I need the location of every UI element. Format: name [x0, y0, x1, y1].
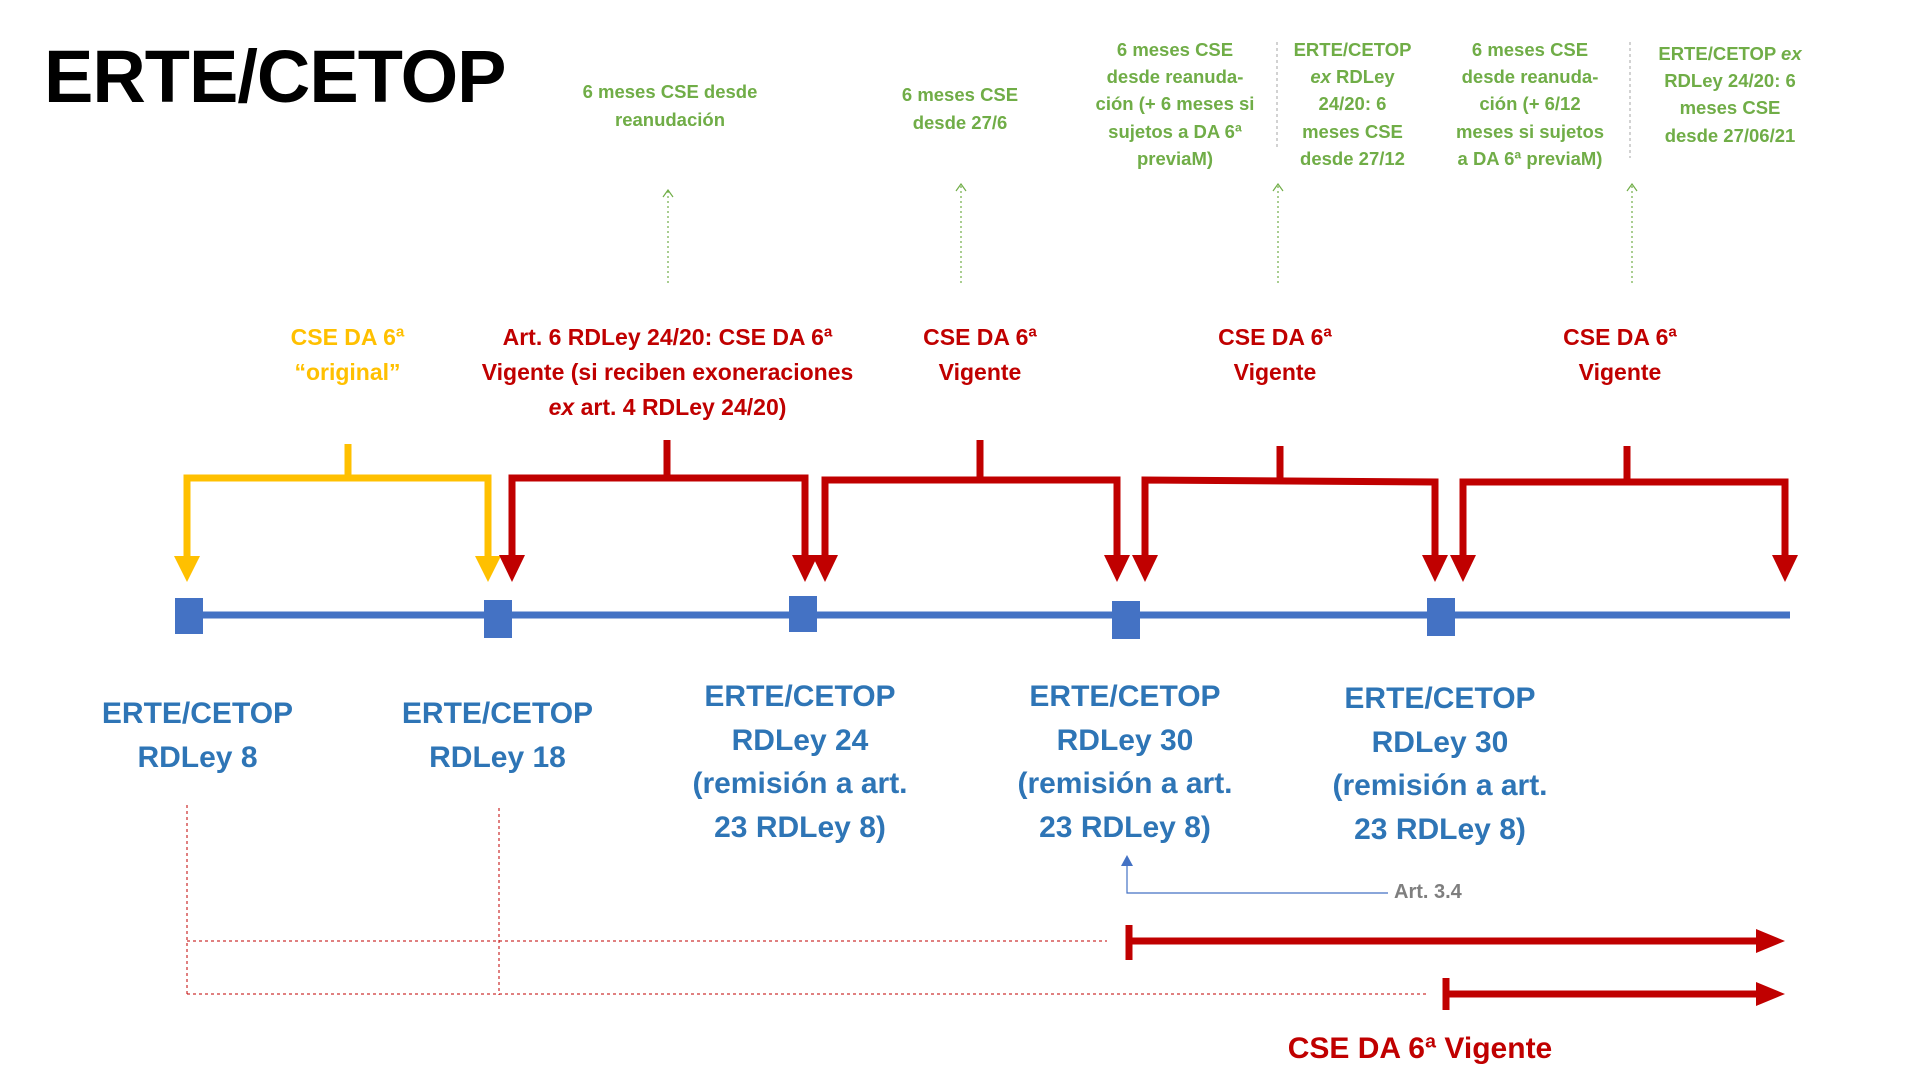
bracket-vigente-1 [821, 440, 1121, 556]
timeline-marker-rdley8 [175, 598, 203, 634]
bracket-label-vigente-1: CSE DA 6ª Vigente [923, 324, 1037, 385]
arrowhead-down [812, 555, 838, 582]
timeline-label-rdley24: ERTE/CETOP RDLey 24 (remisión a art. 23 … [692, 680, 908, 844]
bracket-label-vigente-2: CSE DA 6ª Vigente [1218, 324, 1332, 385]
arrowhead-down [499, 555, 525, 582]
arrowhead-down [792, 555, 818, 582]
arrowhead-right [1756, 929, 1785, 953]
timeline-marker-rdley30b [1427, 598, 1455, 636]
art-ref-connector [1126, 862, 1388, 894]
note-6-meses-27-6: 6 meses CSE desde 27/6 [901, 84, 1019, 133]
timeline-label-rdley18: ERTE/CETOP RDLey 18 [401, 697, 594, 774]
bracket-original [183, 444, 492, 560]
timeline-label-rdley30a: ERTE/CETOP RDLey 30 (remisión a art. 23 … [1017, 680, 1233, 844]
timeline-marker-rdley30a [1112, 601, 1140, 639]
bracket-vigente-2 [1141, 446, 1439, 556]
bracket-art6 [508, 440, 809, 556]
note-ex-rdley-24-20-27-06-21: ERTE/CETOP ex RDLey 24/20: 6 meses CSE d… [1658, 43, 1802, 146]
note-6-12-meses-previam: 6 meses CSE desde reanuda- ción (+ 6/12 … [1455, 39, 1605, 169]
timeline-marker-rdley18 [484, 600, 512, 638]
arrowhead-down [1422, 555, 1448, 582]
art-ref-label: Art. 3.4 [1394, 881, 1462, 903]
timeline-marker-rdley24 [789, 596, 817, 632]
bracket-vigente-3 [1459, 446, 1789, 556]
bottom-label-vigente: CSE DA 6ª Vigente [1287, 1032, 1553, 1065]
page-title: ERTE/CETOP [44, 35, 506, 118]
arrowhead-down [1104, 555, 1130, 582]
timeline-label-rdley30b: ERTE/CETOP RDLey 30 (remisión a art. 23 … [1332, 682, 1548, 846]
arrowhead-right [1756, 982, 1785, 1006]
arrowhead-down [1450, 555, 1476, 582]
note-6-meses-reanudacion-previam: 6 meses CSE desde reanuda- ción (+ 6 mes… [1095, 39, 1255, 169]
arrowhead-up [1121, 855, 1133, 866]
arrowhead-down [1132, 555, 1158, 582]
arrowhead-down [174, 556, 200, 582]
bracket-label-art6: Art. 6 RDLey 24/20: CSE DA 6ª Vigente (s… [481, 324, 854, 421]
bracket-label-original: CSE DA 6ª “original” [290, 324, 405, 385]
timeline-label-rdley8: ERTE/CETOP RDLey 8 [101, 697, 294, 774]
note-ex-rdley-24-20-27-12: ERTE/CETOP ex RDLey 24/20: 6 meses CSE d… [1293, 39, 1412, 169]
bracket-label-vigente-3: CSE DA 6ª Vigente [1563, 324, 1677, 385]
arrowhead-down [1772, 555, 1798, 582]
arrowhead-down [475, 556, 501, 582]
note-6-meses-reanudacion: 6 meses CSE desde reanudación [582, 81, 758, 130]
